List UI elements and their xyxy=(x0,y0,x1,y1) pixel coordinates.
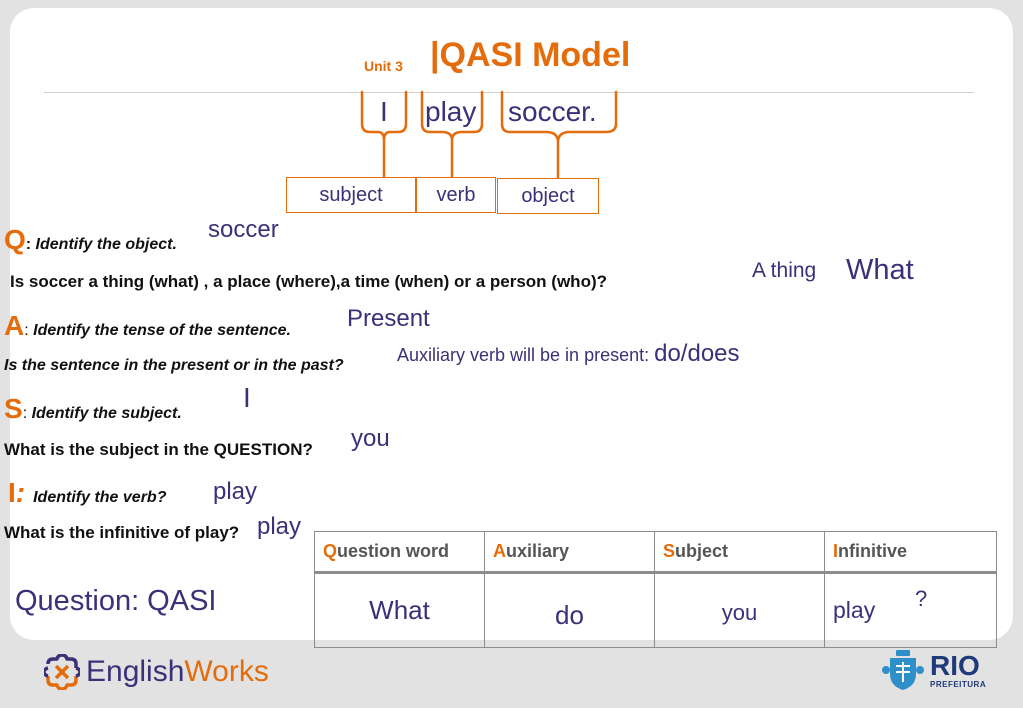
s-answer: I xyxy=(243,382,251,413)
a-line: A: Identify the tense of the sentence. xyxy=(4,310,291,342)
sentence-word-object: soccer. xyxy=(508,96,597,127)
s-line: S: Identify the subject. xyxy=(4,393,182,425)
question-summary: Question: QASI xyxy=(15,585,217,617)
bracket-connectors xyxy=(360,90,618,180)
q-line: Q: Identify the object. xyxy=(4,224,177,256)
a-sep: : xyxy=(24,322,29,339)
q-answer: soccer xyxy=(208,216,279,243)
cell-question-word: What xyxy=(314,572,485,648)
s-result: you xyxy=(351,425,390,452)
table-header-row: Question word Auxiliary Subject Infiniti… xyxy=(314,531,997,574)
header-infinitive: Infinitive xyxy=(824,531,997,574)
bracket-subject xyxy=(360,90,408,180)
sentence-word-verb: play xyxy=(425,96,477,127)
q-label: Identify the object. xyxy=(31,236,177,253)
role-box-object: object xyxy=(497,178,599,214)
header-question-word: Question word xyxy=(314,531,485,574)
i-result: play xyxy=(257,513,302,540)
coat-of-arms-icon xyxy=(882,650,924,690)
s-question: What is the subject in the QUESTION? xyxy=(4,440,313,459)
puzzle-icon xyxy=(44,654,80,690)
q-letter: Q xyxy=(4,224,26,255)
i-letter: I xyxy=(8,477,16,508)
s-label: Identify the subject. xyxy=(27,405,182,422)
question-mark: ? xyxy=(915,586,928,611)
q-result: What xyxy=(846,254,914,286)
q-note: A thing xyxy=(752,259,817,282)
sentence-word-subject: I xyxy=(380,96,388,127)
i-sep: : xyxy=(15,477,26,508)
table-row: What do you play? xyxy=(314,572,997,648)
unit-label: Unit 3 xyxy=(364,58,403,74)
a-letter: A xyxy=(4,310,25,341)
brand-english: English xyxy=(86,655,185,688)
rio-logo: RIO PREFEITURA xyxy=(882,648,986,692)
bracket-object xyxy=(500,90,618,180)
rio-wordmark: RIO xyxy=(930,649,980,681)
a-note-text: Auxiliary verb will be in present: xyxy=(397,345,655,365)
brand-works: Works xyxy=(184,655,269,688)
i-answer: play xyxy=(213,478,258,505)
rio-subtitle: PREFEITURA xyxy=(930,679,987,689)
i-line: I: Identify the verb? xyxy=(8,477,166,509)
s-letter: S xyxy=(4,393,23,424)
header-subject: Subject xyxy=(654,531,825,574)
a-answer: Present xyxy=(347,305,430,332)
s-sep: : xyxy=(22,405,28,422)
cell-infinitive: play? xyxy=(824,572,997,648)
title-divider xyxy=(44,92,974,93)
a-question: Is the sentence in the present or in the… xyxy=(4,357,344,374)
a-note-value: do/does xyxy=(654,340,740,367)
bracket-verb xyxy=(420,90,484,180)
a-note: Auxiliary verb will be in present: do/do… xyxy=(397,340,740,368)
i-label: Identify the verb? xyxy=(33,489,167,506)
cell-auxiliary: do xyxy=(484,572,655,648)
header-auxiliary: Auxiliary xyxy=(484,531,655,574)
cell-subject: you xyxy=(654,572,825,648)
role-box-verb: verb xyxy=(416,177,496,213)
qasi-table: Question word Auxiliary Subject Infiniti… xyxy=(314,531,997,648)
q-sep: : xyxy=(25,236,32,253)
role-box-subject: subject xyxy=(286,177,416,213)
i-question: What is the infinitive of play? xyxy=(4,523,240,542)
page-title: |QASI Model xyxy=(430,36,631,74)
a-label: Identify the tense of the sentence. xyxy=(28,322,291,339)
q-question: Is soccer a thing (what) , a place (wher… xyxy=(10,272,607,291)
rio-text: RIO PREFEITURA xyxy=(930,649,987,689)
